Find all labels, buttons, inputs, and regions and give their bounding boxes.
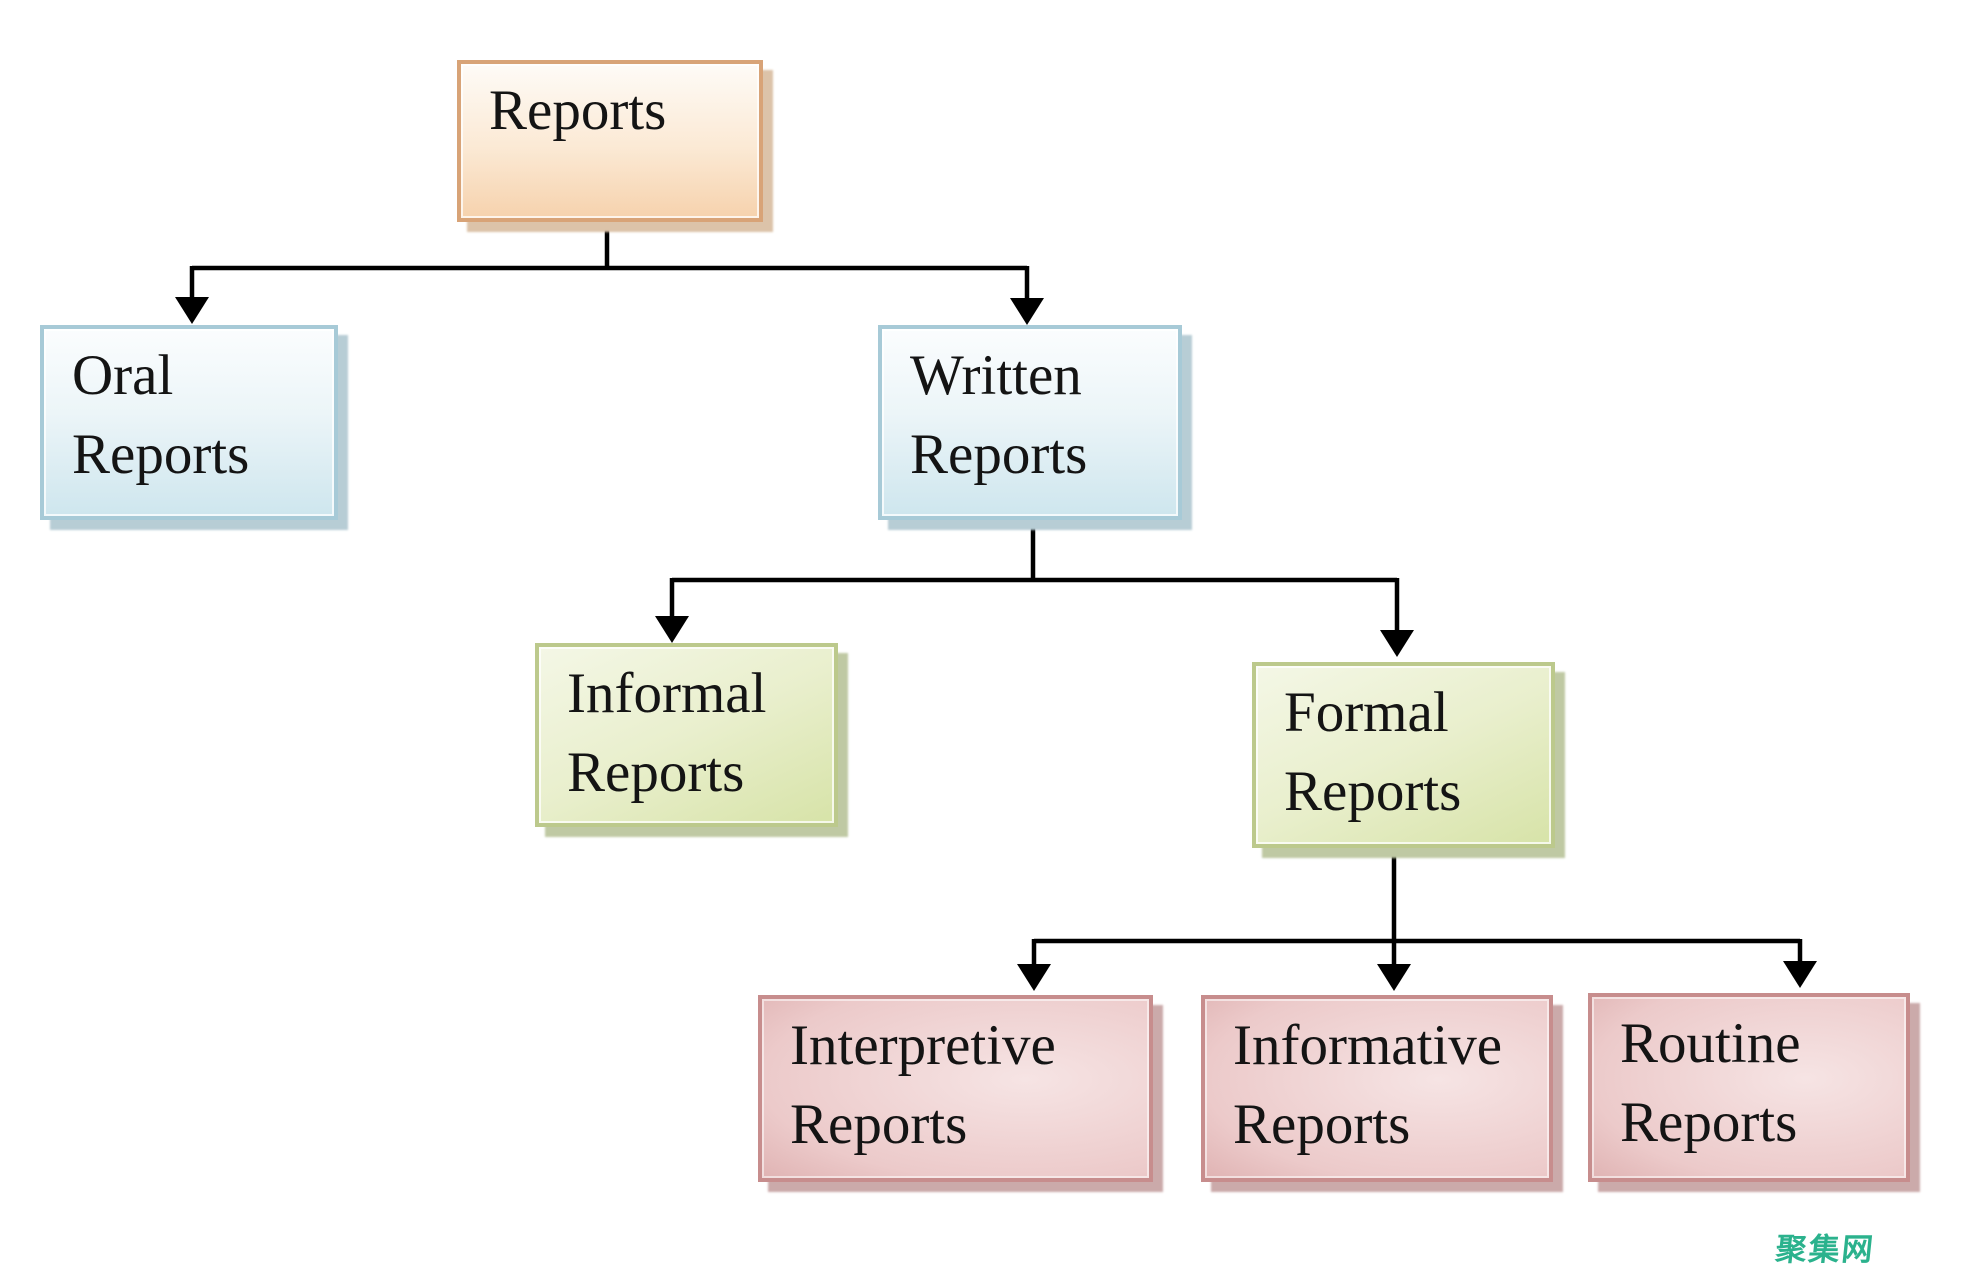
node-formal-reports: Formal Reports: [1252, 662, 1555, 848]
node-interpretive-reports: Interpretive Reports: [758, 995, 1153, 1182]
node-written-reports-label: Written Reports: [910, 344, 1088, 486]
arrowhead-to-informative: [1377, 964, 1411, 991]
arrowhead-to-routine: [1783, 961, 1817, 988]
arrowhead-to-written: [1010, 298, 1044, 325]
node-informal-reports: Informal Reports: [535, 643, 838, 827]
arrowhead-to-formal: [1380, 630, 1414, 657]
arrowhead-to-oral: [175, 297, 209, 324]
node-interpretive-reports-label: Interpretive Reports: [790, 1014, 1056, 1156]
node-written-reports: Written Reports: [878, 325, 1182, 520]
node-informative-reports: Informative Reports: [1201, 995, 1553, 1182]
node-informal-reports-label: Informal Reports: [567, 662, 767, 804]
node-reports: Reports: [457, 60, 763, 222]
arrowhead-to-informal: [655, 616, 689, 643]
watermark-text: 聚集网: [1773, 1232, 1877, 1267]
node-formal-reports-label: Formal Reports: [1284, 681, 1462, 823]
arrowhead-to-interpretive: [1017, 964, 1051, 991]
node-oral-reports: Oral Reports: [40, 325, 338, 520]
node-routine-reports: Routine Reports: [1588, 993, 1910, 1182]
node-reports-label: Reports: [489, 79, 667, 142]
node-routine-reports-label: Routine Reports: [1620, 1012, 1801, 1154]
watermark: 聚集网: [1774, 1224, 1878, 1268]
node-oral-reports-label: Oral Reports: [72, 344, 250, 486]
node-informative-reports-label: Informative Reports: [1233, 1014, 1503, 1156]
